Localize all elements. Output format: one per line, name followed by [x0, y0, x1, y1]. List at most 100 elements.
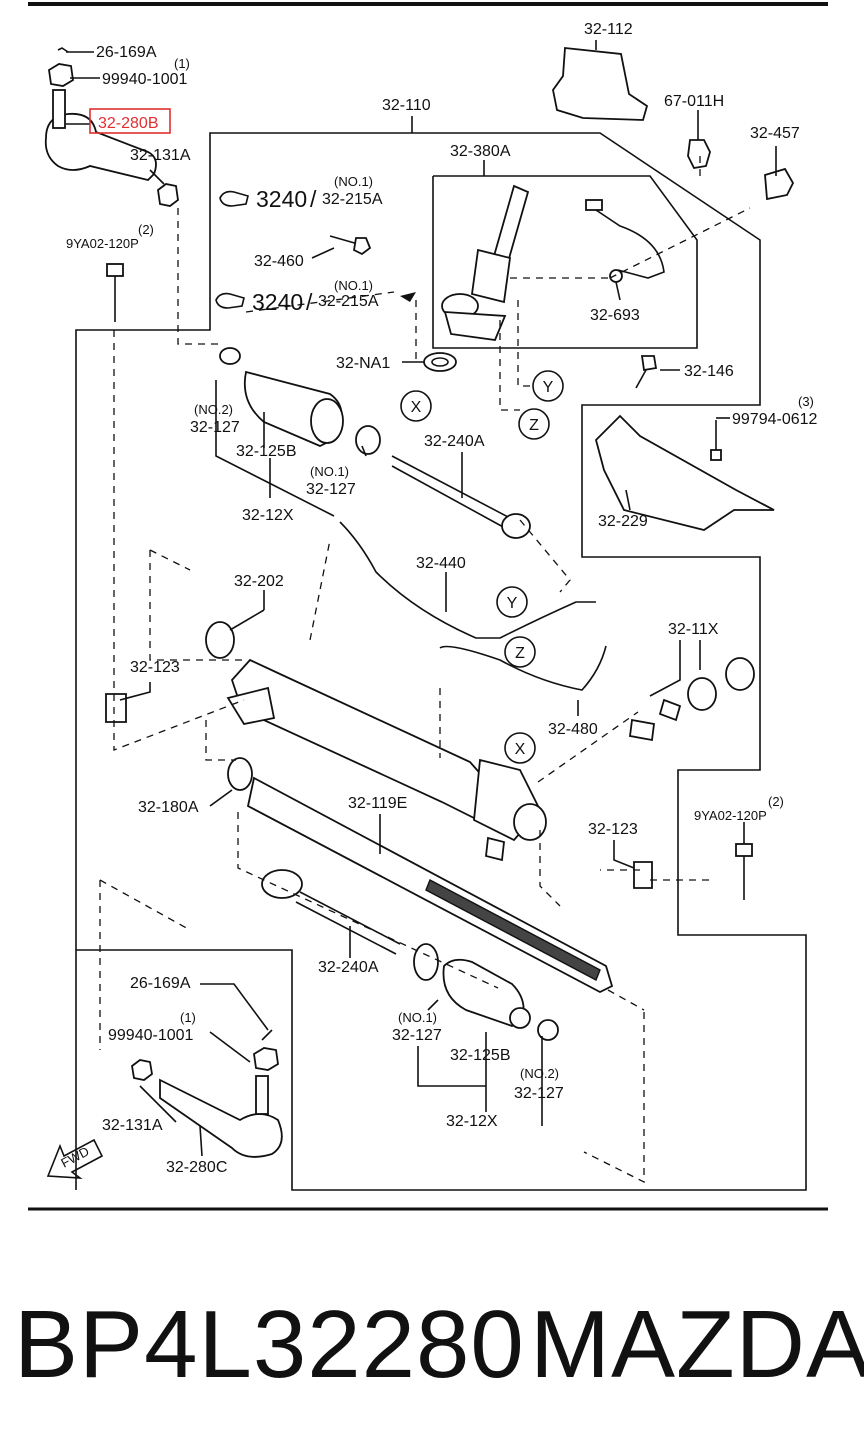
label-32-215A-b: 32-215A: [318, 293, 379, 310]
ref-circle-x-lower: X: [504, 732, 536, 764]
bushing-32-123-left-graphic: [105, 693, 127, 723]
label-32-127-a: 32-127: [190, 419, 240, 436]
part-number-caption: BP4L32280: [14, 1291, 525, 1398]
label-32-12X-lower: 32-12X: [446, 1113, 498, 1130]
boot-lower-graphic: [442, 958, 559, 1041]
label-32-457: 32-457: [750, 125, 800, 142]
tie-rod-end-left-graphic: [44, 47, 157, 181]
bolt-left-graphic: [106, 263, 124, 322]
label-32-NA1: 32-NA1: [336, 355, 390, 372]
label-slash-a: /: [310, 186, 317, 212]
tie-rod-lower-graphic: [261, 869, 401, 955]
label-32-125B-a: 32-125B: [236, 443, 297, 460]
label-32-131A-top: 32-131A: [130, 147, 191, 164]
label-32-127-b: 32-127: [306, 481, 356, 498]
adjuster-32-11X-graphic: [629, 657, 755, 742]
tie-rod-upper-graphic: [391, 455, 531, 539]
label-fwd: FWD: [58, 1144, 91, 1171]
label-no1-b: (NO.1): [334, 278, 373, 293]
label-qty-1-top: (1): [174, 56, 190, 71]
dashed-guide-lines: [99, 156, 751, 1184]
nut-left-graphic: [157, 183, 179, 207]
boot-32-112-graphic: [552, 47, 649, 121]
heat-shield-32-229-graphic: [594, 414, 775, 531]
label-32-480: 32-480: [548, 721, 598, 738]
label-32-125B-b: 32-125B: [450, 1047, 511, 1064]
ring-lower-graphic: [413, 943, 439, 981]
label-qty-2-left: (2): [138, 222, 154, 237]
boot-upper-graphic: [219, 347, 381, 455]
ref-letter-y-upper: Y: [543, 379, 554, 396]
ref-arrow-a: [219, 190, 249, 207]
valve-assembly-graphic: [441, 184, 665, 341]
label-32-380A: 32-380A: [450, 143, 511, 160]
assembly-outline: [75, 132, 807, 1191]
label-32-240A-upper: 32-240A: [424, 433, 485, 450]
label-32-280C: 32-280C: [166, 1159, 227, 1176]
label-32-110: 32-110: [382, 97, 431, 114]
forward-arrow: [46, 1138, 104, 1179]
pressure-line-32-440-graphic: [339, 521, 596, 639]
ref-letter-z-upper: Z: [529, 417, 539, 434]
label-26-169A-bottom: 26-169A: [130, 975, 191, 992]
return-line-32-480-graphic: [439, 645, 607, 691]
label-32-12X-upper: 32-12X: [242, 507, 294, 524]
ref-letter-x-lower: X: [515, 741, 526, 758]
ref-circle-y-upper: Y: [532, 370, 564, 402]
label-32-440: 32-440: [416, 555, 466, 572]
label-99940-1001-top: 99940-1001: [102, 71, 188, 88]
label-no1-a: (NO.1): [334, 174, 373, 189]
label-32-693: 32-693: [590, 307, 640, 324]
ref-circle-y-lower: Y: [496, 586, 528, 618]
label-32-131A-bottom: 32-131A: [102, 1117, 163, 1134]
ref-circle-x-upper: X: [400, 390, 432, 422]
tie-rod-end-bottom-graphic: [159, 1029, 283, 1158]
label-99794-0612: 99794-0612: [732, 411, 818, 428]
label-32-123-left: 32-123: [130, 659, 180, 676]
label-99940-1001-bottom: 99940-1001: [108, 1027, 194, 1044]
arrow-head-32-215A: [400, 292, 416, 302]
ref-letter-y-lower: Y: [507, 595, 518, 612]
bolt-32-146-graphic: [635, 355, 658, 389]
ref-letter-z-lower: Z: [515, 645, 525, 662]
label-32-127-c: 32-127: [392, 1027, 442, 1044]
bolt-32-460-graphic: [329, 235, 372, 256]
label-32-119E: 32-119E: [348, 795, 407, 812]
label-32-280B: 32-280B: [98, 115, 159, 132]
ref-circle-z-upper: Z: [518, 408, 550, 440]
label-26-169A-top: 26-169A: [96, 44, 157, 61]
brand-caption: MAZDA: [530, 1291, 864, 1398]
label-no2-a: (NO.2): [194, 402, 233, 417]
bracket-32-457-graphic: [764, 167, 795, 201]
label-32-11X: 32-11X: [668, 621, 719, 638]
label-no2-b: (NO.2): [520, 1066, 559, 1081]
label-32-240A-lower: 32-240A: [318, 959, 379, 976]
label-32-146: 32-146: [684, 363, 734, 380]
label-32-460: 32-460: [254, 253, 304, 270]
label-9YA02-120P-left: 9YA02-120P: [66, 236, 139, 251]
label-67-011H: 67-011H: [664, 93, 724, 110]
label-3240-a: 3240: [256, 186, 307, 212]
seal-32-180A-graphic: [227, 757, 253, 791]
bushing-32-123-right-graphic: [633, 861, 653, 889]
leader-lines: [66, 40, 777, 1157]
clip-67-011H-graphic: [687, 139, 711, 169]
nut-bottom-graphic: [131, 1059, 153, 1081]
label-32-123-right: 32-123: [588, 821, 638, 838]
label-qty-3: (3): [798, 394, 814, 409]
highlight-box-32-280B: [89, 108, 171, 134]
valve-box-outline: [432, 175, 698, 349]
ref-circle-z-lower: Z: [504, 636, 536, 668]
label-no1-c: (NO.1): [310, 464, 349, 479]
bolt-right-graphic: [735, 843, 753, 900]
rack-32-119E-graphic: [246, 776, 614, 994]
label-qty-1-bottom: (1): [180, 1010, 196, 1025]
label-32-215A-a: 32-215A: [322, 191, 383, 208]
label-32-229: 32-229: [598, 513, 648, 530]
rack-housing-graphic: [205, 621, 547, 862]
label-qty-2-right: (2): [768, 794, 784, 809]
seal-32-NA1-graphic: [423, 352, 457, 372]
label-32-180A: 32-180A: [138, 799, 199, 816]
label-32-112: 32-112: [584, 21, 633, 38]
